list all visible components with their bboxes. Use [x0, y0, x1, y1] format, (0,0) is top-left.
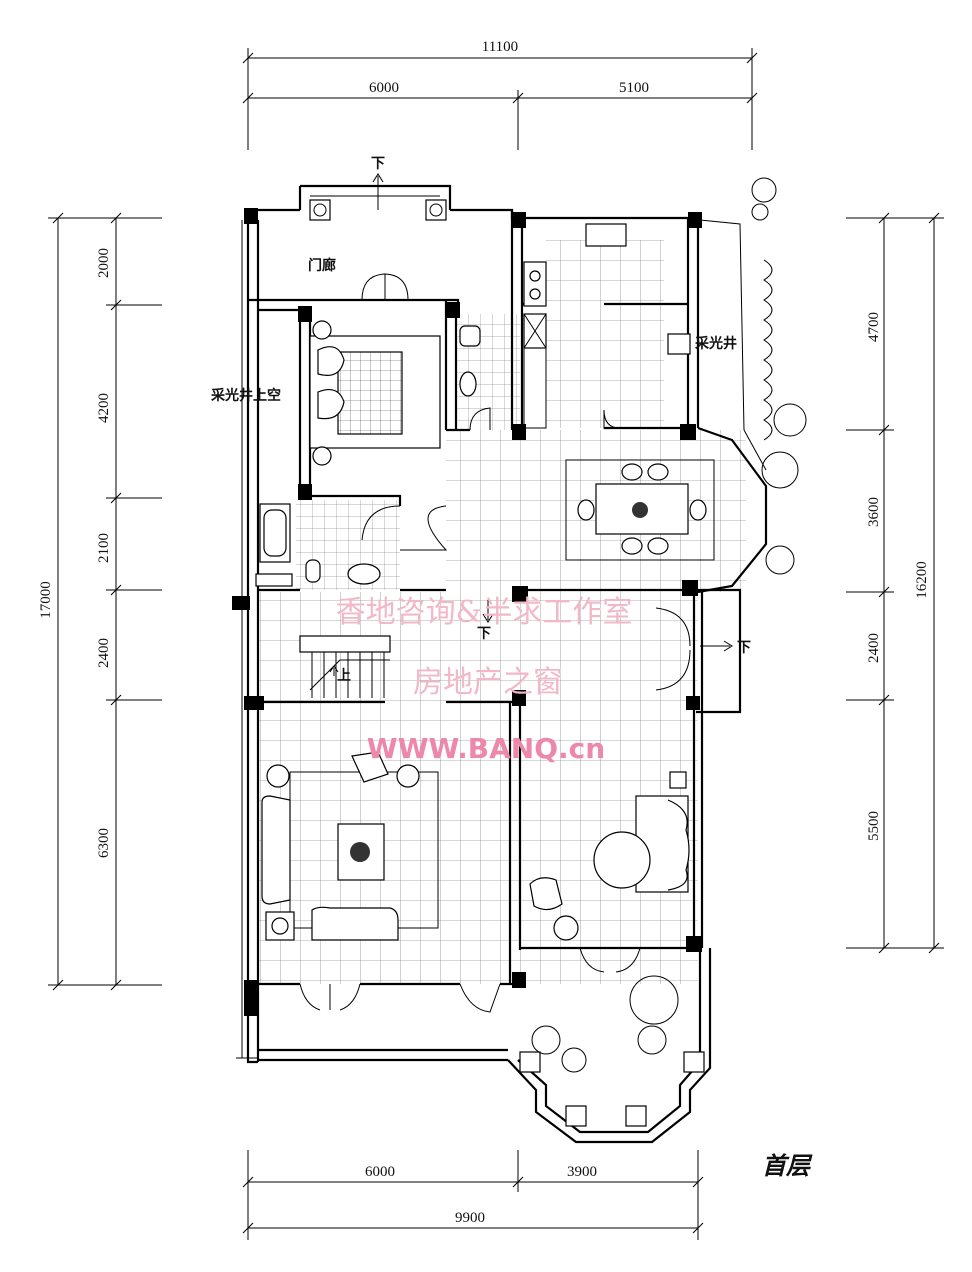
- stairs: [299, 635, 391, 698]
- watermark: 香地咨询&半求工作室 房地产之窗 WWW.BANQ.cn: [336, 595, 633, 765]
- porch-pillars: [309, 199, 705, 1127]
- label-lightwell: 采光井: [694, 335, 737, 352]
- watermark-url: WWW.BANQ.cn: [367, 732, 605, 765]
- label-down-stair: 下: [477, 626, 491, 642]
- family-room-furniture: [529, 771, 690, 941]
- label-down-side: 下: [737, 640, 751, 656]
- dim-left-seg-1: 2000: [96, 248, 112, 278]
- watermark-line1: 香地咨询&半求工作室: [336, 595, 633, 630]
- dim-top-total: 11100: [482, 39, 518, 55]
- label-porch: 门廊: [308, 257, 336, 274]
- watermark-line2: 房地产之窗: [413, 665, 563, 700]
- dining-table: [565, 459, 715, 561]
- label-up: 上: [337, 668, 351, 684]
- bathroom-fixtures: [255, 325, 481, 587]
- dim-left-seg-3: 2100: [96, 533, 112, 563]
- walls: [236, 184, 768, 1144]
- dim-left-seg-5: 6300: [96, 828, 112, 858]
- dim-top-right: 5100: [619, 80, 649, 96]
- columns: [232, 208, 702, 1016]
- dim-right-total: 16200: [914, 561, 930, 599]
- left-dimensions: 17000 2000 4200 2100 2400 6300: [38, 212, 162, 991]
- dim-right-seg-4: 5500: [866, 811, 882, 841]
- label-down-porch: 下: [371, 156, 385, 172]
- living-room-furniture: [261, 751, 439, 941]
- dim-right-seg-3: 2400: [866, 633, 882, 663]
- floor-title: 首层: [762, 1151, 813, 1180]
- dim-left-seg-2: 4200: [96, 393, 112, 423]
- dim-bottom-right: 3900: [567, 1164, 597, 1180]
- top-dimensions: 11100 6000 5100: [242, 39, 758, 150]
- dim-bottom-total: 9900: [455, 1210, 485, 1226]
- room-labels: 门廊 采光井上空 采光井 下 下 下 上: [210, 156, 751, 684]
- doors: [299, 273, 691, 1013]
- dim-left-total: 17000: [38, 581, 54, 619]
- bed: [309, 320, 441, 466]
- bottom-dimensions: 6000 3900 9900 首层: [242, 1150, 813, 1240]
- plants: [531, 177, 807, 1073]
- dim-right-seg-1: 4700: [866, 312, 882, 342]
- dim-bottom-left: 6000: [365, 1164, 395, 1180]
- dim-left-seg-4: 2400: [96, 638, 112, 668]
- dim-right-seg-2: 3600: [866, 497, 882, 527]
- right-dimensions: 16200 4700 3600 2400 5500: [846, 212, 944, 954]
- label-lightwell-void: 采光井上空: [210, 387, 281, 404]
- direction-arrows: [329, 173, 733, 676]
- kitchen-fixtures: [523, 223, 691, 429]
- dim-top-left: 6000: [369, 80, 399, 96]
